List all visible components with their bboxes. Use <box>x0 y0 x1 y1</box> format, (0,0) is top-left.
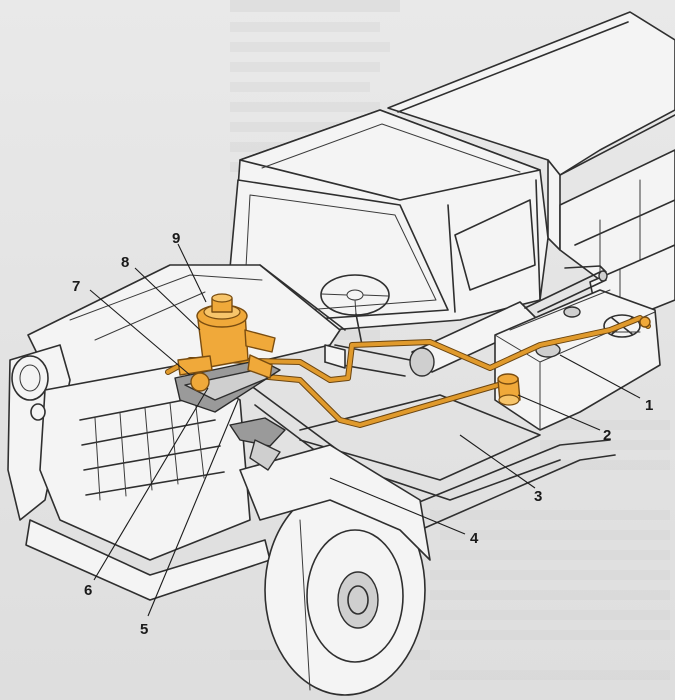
headlight <box>11 355 49 401</box>
exhaust-muffler <box>324 270 608 377</box>
callout-5: 5 <box>140 621 149 638</box>
truck-hood <box>7 264 346 601</box>
callout-3: 3 <box>534 488 543 505</box>
callout-9: 9 <box>172 230 181 247</box>
callout-4: 4 <box>470 530 479 547</box>
radiator-grille <box>79 394 225 501</box>
cargo-body <box>387 11 675 331</box>
fuel-lines <box>165 315 651 428</box>
fuel-pump <box>497 373 521 406</box>
callout-7: 7 <box>72 278 81 295</box>
front-wheel <box>239 444 431 696</box>
callout-1: 1 <box>645 397 654 414</box>
callout-2: 2 <box>603 427 612 444</box>
tank-fitting <box>639 316 651 328</box>
callout-6: 6 <box>84 582 93 599</box>
callout-8: 8 <box>121 254 130 271</box>
callout-leaders <box>89 243 641 617</box>
